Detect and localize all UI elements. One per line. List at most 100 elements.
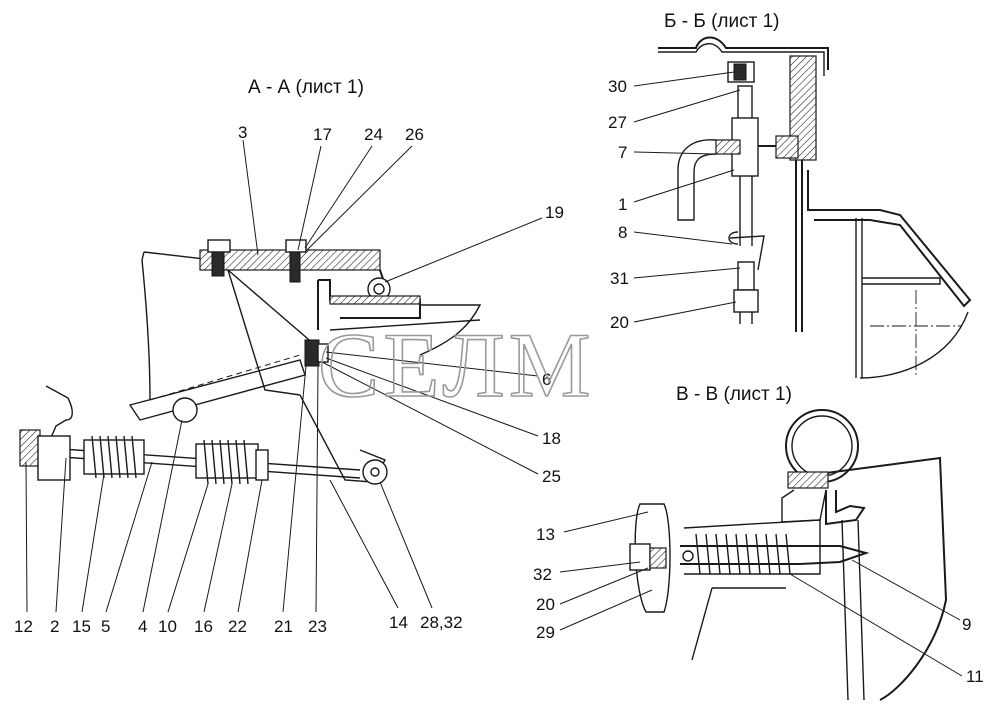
leader-15 bbox=[81, 473, 105, 613]
lower-bracket bbox=[691, 587, 786, 661]
leader-11 bbox=[789, 573, 963, 677]
leader-31 bbox=[633, 267, 741, 279]
callout-10: 10 bbox=[158, 617, 177, 636]
leader-18 bbox=[325, 357, 539, 437]
callout-13: 13 bbox=[536, 525, 555, 544]
nut-20 bbox=[733, 289, 759, 313]
flap-4 bbox=[128, 359, 306, 421]
pin-27 bbox=[737, 85, 753, 121]
callout-6: 6 bbox=[542, 370, 551, 389]
callout-14: 14 bbox=[389, 613, 408, 632]
lever-pin-28 bbox=[362, 459, 388, 485]
callout-20b: 20 bbox=[610, 313, 629, 332]
bolt-left bbox=[207, 239, 231, 277]
leader-14 bbox=[329, 479, 399, 609]
view-a-a-title: А - А (лист 1) bbox=[248, 77, 364, 98]
hopper-profile bbox=[807, 170, 972, 308]
nut-12 bbox=[19, 429, 41, 467]
leader-21 bbox=[282, 365, 307, 613]
callout-25: 25 bbox=[542, 467, 561, 486]
bracket-flange bbox=[329, 295, 421, 305]
leader-12 bbox=[25, 461, 28, 613]
pin-9 bbox=[680, 545, 870, 565]
lever-pin-hole bbox=[370, 467, 380, 477]
leader-17 bbox=[297, 145, 322, 251]
leader-27 bbox=[633, 89, 741, 123]
callout-5: 5 bbox=[101, 617, 110, 636]
shield-edge bbox=[329, 319, 481, 331]
hopper-bottom bbox=[859, 311, 969, 379]
shield bbox=[419, 304, 482, 356]
watermark-text: СЕЛМ bbox=[318, 314, 595, 416]
view-a-a-callouts: 3 17 24 26 19 6 18 25 12 2 15 5 4 10 16 … bbox=[14, 123, 564, 636]
callout-32c: 32 bbox=[533, 565, 552, 584]
housing-bracket bbox=[781, 489, 827, 523]
top-profile-inner bbox=[658, 43, 825, 76]
hopper-shelf bbox=[862, 277, 941, 285]
callout-4: 4 bbox=[138, 617, 147, 636]
leader-16 bbox=[203, 483, 233, 613]
leader-10 bbox=[167, 483, 209, 613]
callout-1: 1 bbox=[618, 195, 627, 214]
callout-16: 16 bbox=[194, 617, 213, 636]
leader-13 bbox=[563, 511, 649, 533]
callout-28-32: 28,32 bbox=[420, 613, 463, 632]
callout-19: 19 bbox=[545, 203, 564, 222]
bolt-17 bbox=[285, 239, 307, 283]
callout-8: 8 bbox=[618, 223, 627, 242]
tube-ring-inner bbox=[791, 415, 853, 477]
leader-32c bbox=[559, 561, 641, 573]
leader-3 bbox=[242, 139, 259, 256]
rod-shaft bbox=[739, 176, 753, 246]
view-v-v-title: В - В (лист 1) bbox=[676, 384, 792, 405]
callout-7: 7 bbox=[618, 143, 627, 162]
leader-2 bbox=[55, 457, 67, 613]
leader-4 bbox=[142, 419, 183, 613]
callout-24: 24 bbox=[364, 125, 383, 144]
callout-20c: 20 bbox=[536, 595, 555, 614]
leader-24 bbox=[304, 145, 373, 249]
spring-15 bbox=[91, 435, 137, 479]
roller-19-hub bbox=[373, 283, 385, 295]
leader-9 bbox=[851, 559, 961, 621]
leader-1 bbox=[633, 169, 735, 203]
callout-12: 12 bbox=[14, 617, 33, 636]
callout-18: 18 bbox=[542, 429, 561, 448]
callout-31: 31 bbox=[610, 269, 629, 288]
hinge-4 bbox=[172, 397, 198, 423]
leader-20b bbox=[633, 301, 737, 323]
rod-end bbox=[739, 312, 753, 324]
handle-7 bbox=[677, 139, 717, 221]
pivot-21 bbox=[304, 339, 320, 367]
callout-22: 22 bbox=[228, 617, 247, 636]
flap-hidden bbox=[149, 354, 301, 401]
nut-22 bbox=[255, 449, 269, 481]
nut-1 bbox=[715, 139, 741, 155]
bracket-nut bbox=[775, 135, 799, 159]
cotter-8 bbox=[728, 231, 765, 271]
callout-15: 15 bbox=[72, 617, 91, 636]
clip-profile bbox=[825, 490, 866, 526]
view-b-b-title: Б - Б (лист 1) bbox=[664, 11, 780, 32]
view-v-v-callouts: 13 32 20 29 9 11 bbox=[533, 511, 984, 686]
top-profile bbox=[658, 36, 829, 70]
rod-31 bbox=[737, 261, 755, 291]
spring-10 bbox=[203, 439, 249, 485]
hopper-wall bbox=[855, 218, 863, 378]
bracket-left bbox=[45, 385, 73, 441]
spring-11 bbox=[695, 533, 791, 575]
leader-29 bbox=[559, 589, 653, 631]
wall-lower bbox=[795, 160, 803, 332]
clamp-30-bolt bbox=[733, 63, 747, 81]
vertical-tube bbox=[841, 519, 865, 701]
callout-27: 27 bbox=[608, 113, 627, 132]
leader-6 bbox=[325, 351, 539, 377]
callout-9: 9 bbox=[962, 615, 971, 634]
callout-26: 26 bbox=[405, 125, 424, 144]
leader-5 bbox=[105, 461, 153, 613]
center-lines bbox=[870, 290, 962, 376]
callout-11: 11 bbox=[966, 667, 984, 686]
knob-13 bbox=[634, 503, 671, 613]
